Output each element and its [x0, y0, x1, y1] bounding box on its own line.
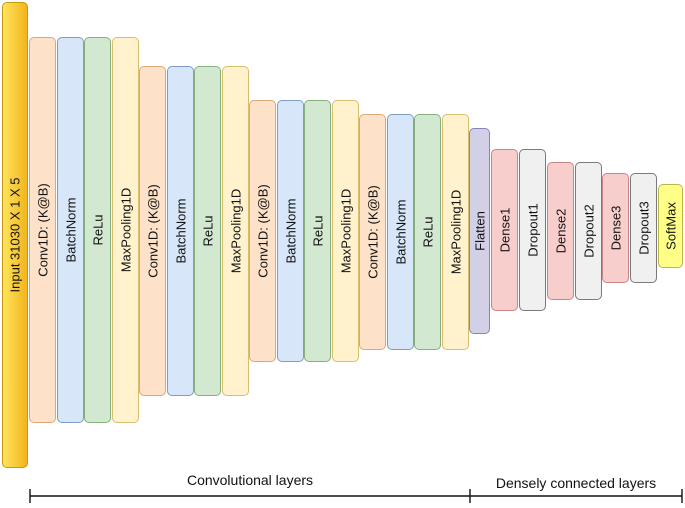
dense-block-2: Dense2	[547, 162, 574, 300]
dropout-block-2: Dropout2	[575, 162, 602, 300]
relu-block-2: ReLu	[194, 66, 221, 396]
densely-connected-layers-label: Densely connected layers	[495, 475, 657, 491]
input-block: Input 31030 X 1 X 5	[2, 2, 28, 468]
dropout-block-1: Dropout1	[519, 149, 546, 311]
softmax-block: SoftMax	[658, 184, 683, 268]
dense-block-1: Dense1	[491, 149, 518, 311]
flatten-block: Flatten	[469, 128, 490, 334]
relu-block-3: ReLu	[304, 100, 331, 362]
convolutional-layers-label: Convolutional layers	[186, 472, 314, 488]
conv1d-block-4: Conv1D: (K@B)	[359, 114, 386, 350]
maxpooling-block-2: MaxPooling1D	[222, 66, 249, 396]
dense-block-3: Dense3	[602, 173, 629, 283]
maxpooling-block-1: MaxPooling1D	[112, 37, 139, 423]
conv1d-block-3: Conv1D: (K@B)	[249, 100, 276, 362]
batchnorm-block-4: BatchNorm	[387, 114, 414, 350]
relu-block-4: ReLu	[414, 114, 441, 350]
conv1d-block-2: Conv1D: (K@B)	[139, 66, 166, 396]
dropout-block-3: Dropout3	[630, 173, 657, 283]
maxpooling-block-3: MaxPooling1D	[332, 100, 359, 362]
batchnorm-block-3: BatchNorm	[277, 100, 304, 362]
maxpooling-block-4: MaxPooling1D	[442, 114, 469, 350]
batchnorm-block-1: BatchNorm	[57, 37, 84, 423]
conv1d-block-1: Conv1D: (K@B)	[29, 37, 56, 423]
batchnorm-block-2: BatchNorm	[167, 66, 194, 396]
relu-block-1: ReLu	[84, 37, 111, 423]
